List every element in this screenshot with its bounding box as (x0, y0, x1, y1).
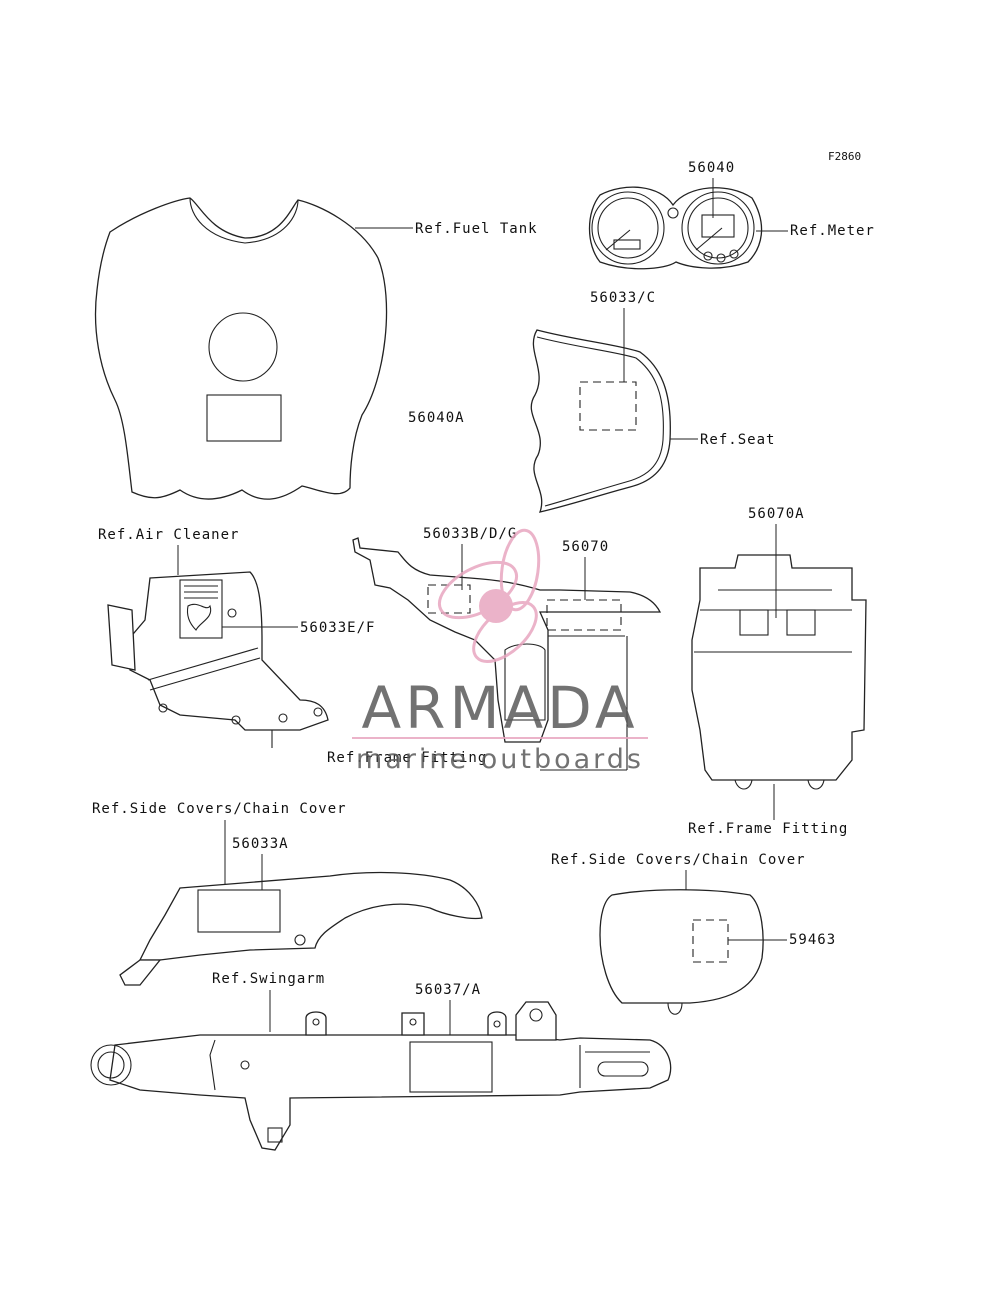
side-covers-right-label: Ref.Side Covers/Chain Cover (551, 852, 806, 868)
watermark-brand: ARMADA (361, 674, 638, 742)
part-56070A: 56070A (748, 506, 805, 522)
frame-fitting-center-illustration (352, 537, 662, 771)
part-56037-A: 56037/A (415, 982, 481, 998)
part-56040A: 56040A (408, 410, 465, 426)
figure-code: F2860 (828, 150, 861, 163)
seat-illustration (530, 329, 671, 513)
air-cleaner-label: Ref.Air Cleaner (98, 527, 239, 543)
chain-cover-illustration (119, 871, 483, 986)
meter-label: Ref.Meter (790, 223, 875, 239)
swingarm-illustration (90, 1001, 672, 1151)
swingarm-label: Ref.Swingarm (212, 971, 325, 987)
propeller-logo-icon (438, 528, 541, 663)
part-56033-C: 56033/C (590, 290, 656, 306)
side-cover-illustration (599, 889, 764, 1015)
part-56070: 56070 (562, 539, 609, 555)
part-56040: 56040 (688, 160, 735, 176)
air-cleaner-illustration (107, 571, 329, 748)
armada-watermark: ARMADA marine outboards (352, 528, 648, 775)
frame-fitting-right-illustration (691, 554, 867, 790)
part-56033-B-D-G: 56033B/D/G (423, 526, 517, 542)
meter-illustration (588, 186, 763, 270)
seat-label: Ref.Seat (700, 432, 775, 448)
side-covers-left-label: Ref.Side Covers/Chain Cover (92, 801, 347, 817)
watermark-tagline: marine outboards (356, 744, 644, 775)
fuel-tank-label: Ref.Fuel Tank (415, 221, 538, 237)
part-56033A: 56033A (232, 836, 289, 852)
part-56033-E-F: 56033E/F (300, 620, 375, 636)
fuel-tank-illustration (94, 197, 388, 500)
frame-fitting-right-label: Ref.Frame Fitting (688, 821, 848, 837)
frame-fitting-center-label: Ref.Frame Fitting (327, 750, 487, 766)
part-59463: 59463 (789, 932, 836, 948)
